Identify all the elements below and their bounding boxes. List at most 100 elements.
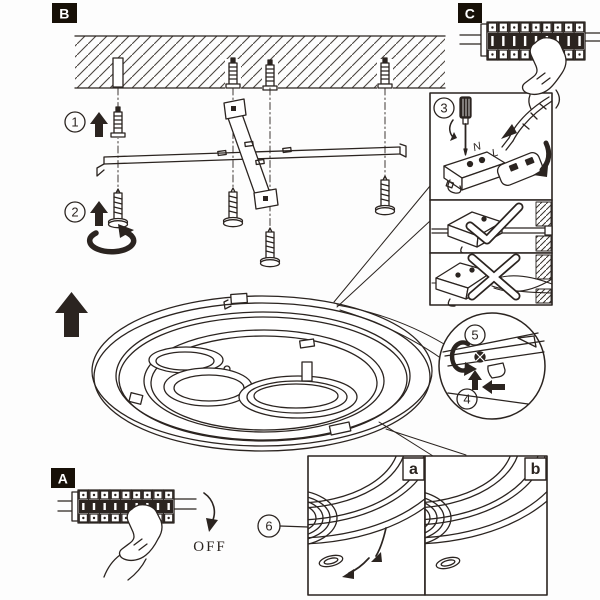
up-arrow-icon bbox=[90, 201, 108, 226]
rim-arcs bbox=[308, 456, 425, 545]
breaker-unit bbox=[153, 490, 163, 500]
wall-hatch bbox=[535, 254, 552, 280]
breaker-panel-a: OFF bbox=[57, 489, 227, 581]
switch-lever bbox=[92, 503, 96, 510]
screwdriver-icon bbox=[449, 96, 472, 156]
breaker-unit bbox=[520, 49, 531, 60]
switch-lever bbox=[167, 503, 170, 510]
section-c-letter: C bbox=[465, 6, 476, 22]
rotate-icon bbox=[449, 340, 471, 373]
section-a-label: A bbox=[51, 468, 75, 488]
switch-lever bbox=[502, 36, 505, 46]
correct-wiring-panel bbox=[429, 199, 553, 254]
terminal-block bbox=[443, 151, 506, 194]
check-icon bbox=[465, 202, 524, 245]
lift-up-arrow-icon bbox=[55, 292, 88, 337]
breaker-unit bbox=[99, 513, 110, 523]
leader-lines bbox=[333, 185, 467, 457]
breaker-unit bbox=[163, 490, 174, 500]
breaker-unit bbox=[520, 22, 531, 33]
step-3-panel: 3 N L bbox=[429, 92, 553, 201]
rotate-arrow-icon bbox=[87, 228, 137, 255]
zoom-panel-b: b bbox=[424, 455, 548, 596]
breaker-unit bbox=[498, 49, 509, 60]
fixture-edge bbox=[447, 392, 529, 405]
bracket-rail bbox=[442, 332, 545, 367]
clip-tab bbox=[299, 338, 316, 349]
section-c-label: C bbox=[458, 3, 482, 23]
small-up-arrow-icon bbox=[468, 370, 482, 390]
step-6-number: 6 bbox=[265, 519, 272, 534]
breaker-unit bbox=[110, 490, 121, 500]
screw-icon bbox=[222, 187, 244, 228]
supply-cable bbox=[501, 96, 553, 151]
breaker-unit bbox=[78, 513, 89, 523]
breaker-unit bbox=[78, 490, 89, 500]
switch-lever bbox=[124, 503, 128, 510]
terminal-cover bbox=[496, 140, 552, 186]
breaker-unit bbox=[552, 22, 563, 33]
breaker-panel-c bbox=[459, 21, 600, 110]
wall-anchor-icon bbox=[376, 57, 394, 90]
panel-b-letter: b bbox=[531, 461, 541, 478]
wall-anchor-icon bbox=[224, 57, 242, 90]
switch-lever bbox=[567, 36, 570, 46]
fixture-base bbox=[91, 292, 433, 452]
section-a-letter: A bbox=[58, 471, 69, 487]
breaker-unit bbox=[509, 49, 520, 60]
step-circle bbox=[64, 201, 86, 223]
wall-hatch bbox=[535, 235, 552, 252]
small-left-arrow-icon bbox=[482, 380, 505, 394]
hand-icon bbox=[521, 37, 567, 110]
rail-notch bbox=[517, 335, 537, 348]
rotate-arrow-icon bbox=[539, 140, 552, 173]
breaker-unit bbox=[110, 513, 121, 523]
switch-lever bbox=[156, 503, 160, 510]
wire-loop bbox=[447, 179, 462, 194]
switch-lever bbox=[103, 503, 106, 510]
detail-circle-group: 5 4 bbox=[438, 312, 546, 420]
step-2-number: 2 bbox=[71, 205, 78, 220]
breaker-unit bbox=[509, 22, 520, 33]
rim-arcs bbox=[425, 456, 547, 545]
wall-anchor-icon bbox=[261, 59, 279, 92]
switch-lever bbox=[513, 36, 516, 46]
step-1-group: 1 bbox=[64, 106, 127, 139]
off-label: OFF bbox=[193, 539, 227, 555]
switch-lever bbox=[578, 36, 581, 46]
incorrect-wiring-panel bbox=[429, 252, 553, 307]
wall-hatch bbox=[535, 201, 552, 227]
breaker-unit bbox=[574, 22, 585, 33]
step-6-group: 6 bbox=[257, 514, 309, 538]
screw-icon bbox=[259, 227, 281, 268]
neutral-label: N bbox=[471, 140, 482, 154]
rotate-arrow-icon bbox=[375, 527, 387, 557]
step-3-number: 3 bbox=[440, 101, 447, 116]
section-b-letter: B bbox=[59, 6, 70, 22]
rotate-arrowhead bbox=[118, 224, 134, 238]
breaker-unit bbox=[163, 513, 174, 523]
step-1-number: 1 bbox=[71, 115, 78, 130]
clip-tab bbox=[128, 392, 144, 405]
panel-a-letter: a bbox=[409, 461, 418, 478]
snap-peg bbox=[301, 361, 313, 382]
off-arrow-icon bbox=[203, 492, 216, 523]
section-b-label: B bbox=[52, 3, 77, 23]
drill-hole bbox=[112, 57, 124, 88]
breaker-unit bbox=[498, 22, 509, 33]
cable-arrow-icon bbox=[501, 124, 517, 139]
breaker-unit bbox=[99, 490, 110, 500]
zoom-panel-a: a bbox=[307, 455, 426, 596]
breaker-unit bbox=[563, 22, 574, 33]
breaker-unit bbox=[574, 49, 585, 60]
switch-lever bbox=[523, 36, 527, 46]
rim-notch bbox=[230, 292, 248, 305]
breaker-unit bbox=[131, 490, 142, 500]
switch-lever bbox=[114, 503, 117, 510]
rim-notch bbox=[328, 421, 352, 436]
step-circle bbox=[64, 111, 86, 133]
breaker-unit bbox=[121, 490, 131, 500]
bracket-slots bbox=[217, 140, 292, 166]
step-2-group: 2 bbox=[64, 188, 137, 255]
